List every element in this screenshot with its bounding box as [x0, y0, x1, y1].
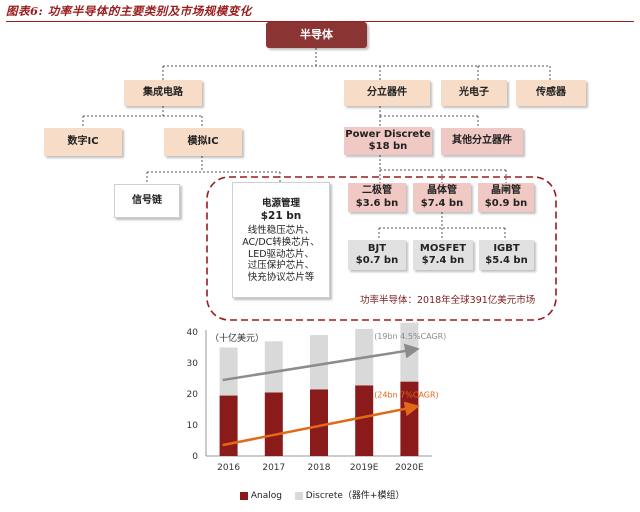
node-other-discrete: 其他分立器件 — [441, 128, 523, 155]
pm-item: 快充协议芯片等 — [247, 272, 315, 284]
chart-legend: Analog Discrete（器件+模组） — [240, 488, 404, 501]
annotation-discrete-cagr: (19bn 4.5%CAGR) — [374, 332, 446, 341]
bar-analog — [400, 381, 419, 456]
y-axis-label: （十亿美元） — [210, 332, 264, 344]
node-mosfet: MOSFET$7.4 bn — [413, 240, 473, 270]
market-size-note: 功率半导体：2018年全球391亿美元市场 — [360, 295, 536, 306]
node-power-discrete: Power Discrete$18 bn — [344, 127, 432, 155]
annotation-analog-cagr: (24bn 7%CAGR) — [374, 391, 438, 400]
legend-swatch-analog — [240, 491, 248, 500]
node-digital-ic: 数字IC — [44, 128, 122, 156]
y-tick-label: 0 — [192, 452, 198, 462]
y-tick-label: 30 — [187, 359, 199, 369]
node-optoelectronics: 光电子 — [441, 80, 507, 106]
trend-arrow-discrete — [222, 343, 420, 382]
x-tick-label: 2018 — [308, 463, 331, 473]
node-transistor: 晶体管$7.4 bn — [413, 183, 471, 212]
bar-discrete — [219, 347, 238, 396]
bar-analog — [310, 389, 328, 456]
bar-analog — [219, 395, 238, 456]
node-thyristor: 晶闸管$0.9 bn — [478, 183, 534, 212]
bar-analog — [355, 385, 374, 456]
node-analog-ic: 模拟IC — [164, 128, 242, 156]
legend-label-analog: Analog — [250, 491, 282, 501]
bar-discrete — [310, 335, 328, 390]
bar-analog — [264, 392, 283, 456]
pm-item: LED驱动芯片、 — [247, 248, 315, 260]
x-tick-label: 2017 — [262, 463, 285, 473]
node-discrete-devices: 分立器件 — [344, 80, 430, 106]
figure-title: 图表6: 功率半导体的主要类别及市场规模变化 — [6, 4, 252, 18]
pm-item: AC/DC转换芯片、 — [242, 236, 320, 248]
title-rule — [6, 21, 634, 22]
node-signal-chain: 信号链 — [114, 184, 180, 218]
legend-label-discrete: Discrete（器件+模组） — [305, 491, 405, 501]
x-tick-label: 2019E — [350, 463, 379, 473]
node-semiconductor: 半导体 — [266, 22, 367, 48]
node-bjt: BJT$0.7 bn — [348, 240, 406, 270]
bar-discrete — [264, 341, 283, 393]
node-diode: 二极管$3.6 bn — [348, 183, 406, 212]
pm-item: 线性稳压芯片、 — [247, 224, 315, 236]
node-integrated-circuit: 集成电路 — [124, 80, 202, 106]
pm-item: 过压保护芯片、 — [247, 260, 315, 272]
node-sensors: 传感器 — [516, 80, 586, 106]
y-tick-label: 40 — [187, 328, 199, 338]
trend-arrow-analog — [222, 401, 420, 447]
node-igbt: IGBT$5.4 bn — [479, 240, 534, 270]
legend-swatch-discrete — [294, 491, 303, 500]
y-tick-label: 10 — [187, 421, 199, 431]
x-tick-label: 2020E — [395, 463, 424, 473]
y-tick-label: 20 — [187, 390, 199, 400]
x-tick-label: 2016 — [217, 463, 240, 473]
node-power-management: 电源管理 $21 bn 线性稳压芯片、 AC/DC转换芯片、 LED驱动芯片、 … — [232, 182, 330, 298]
